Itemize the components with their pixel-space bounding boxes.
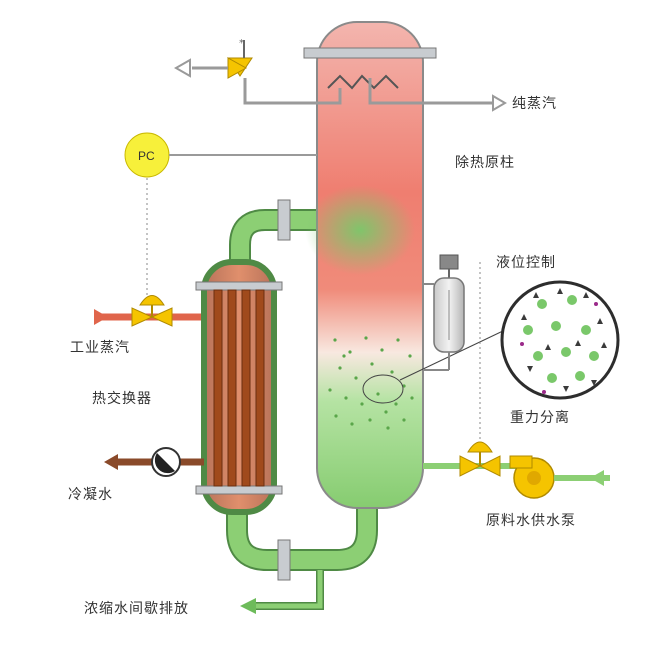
separation-zone-marker — [362, 374, 404, 404]
label-heat-exchanger: 热交换器 — [92, 391, 152, 407]
label-blowdown: 浓缩水间歇排放 — [84, 601, 189, 617]
label-level-control: 液位控制 — [496, 255, 556, 271]
label-industrial-steam: 工业蒸汽 — [70, 340, 130, 356]
steam-valve-icon — [131, 307, 154, 327]
pure-steam-pipe — [368, 78, 496, 105]
condensate-arrow-icon — [104, 454, 118, 470]
vent-arrow-icon — [173, 58, 191, 78]
svg-text:*: * — [239, 38, 244, 49]
label-pure-steam: 纯蒸汽 — [512, 96, 557, 112]
label-feed-pump: 原料水供水泵 — [486, 513, 576, 529]
feed-arrow-icon — [590, 470, 604, 486]
gravity-separation-zoom — [500, 280, 620, 400]
label-gravity-separation: 重力分离 — [510, 410, 570, 426]
vapor-pipe-flange — [277, 199, 291, 241]
safety-valve-pipe — [243, 78, 342, 105]
label-condensate: 冷凝水 — [68, 487, 113, 503]
hx-tube-bundle — [213, 289, 265, 487]
pure-steam-arrow-icon — [492, 94, 507, 112]
vapor-cloud — [305, 185, 415, 275]
bottom-loop-flange — [277, 539, 291, 581]
blowdown-arrow-icon — [240, 598, 256, 614]
zoom-droplets — [520, 288, 607, 394]
hx-bottom-tubesheet — [195, 485, 283, 495]
industrial-steam-arrow-icon — [94, 309, 108, 325]
zoom-leader-line — [399, 329, 506, 381]
pc-label: PC — [138, 149, 155, 163]
level-sensor-head — [439, 254, 459, 270]
droplet-field — [328, 336, 414, 430]
label-stripping-column: 除热原柱 — [455, 155, 515, 171]
column-top-flange — [303, 47, 437, 59]
demister-baffles — [327, 74, 399, 90]
feed-valve-icon — [459, 455, 482, 477]
hx-top-tubesheet — [195, 281, 283, 291]
